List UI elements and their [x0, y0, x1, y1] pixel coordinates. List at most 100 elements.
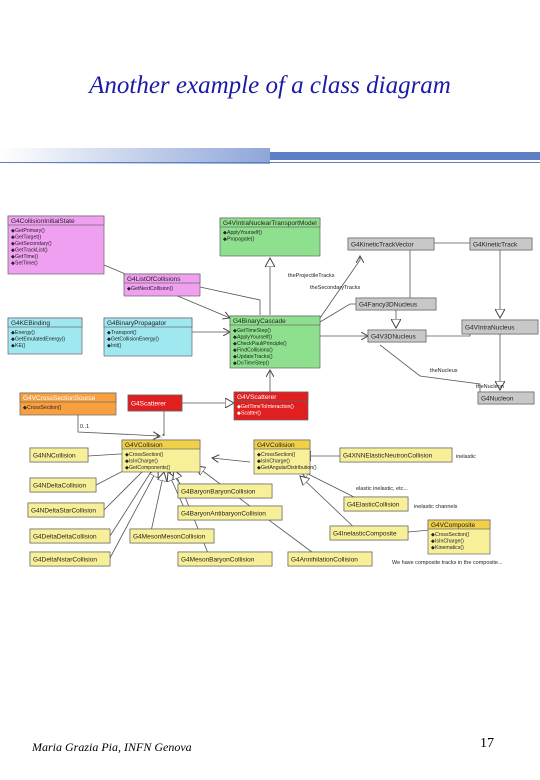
class-box-header: [461, 319, 539, 335]
class-box-baryon-antibaryon: G4BaryonAntibaryonCollision: [177, 505, 283, 521]
class-method: ◆GetCollisionEnergy(): [107, 337, 159, 343]
class-method: ◆CrossSection(): [23, 405, 62, 411]
annotation-elastic-inelastic: elastic inelastic, etc...: [356, 486, 408, 492]
page-number: 17: [480, 736, 494, 751]
class-box-inelastic-composite: G4InelasticComposite: [329, 525, 409, 541]
class-method: ◆Kinematics(): [431, 545, 464, 551]
class-name: G4VCrossSectionSource: [23, 395, 96, 402]
class-name: G4XNNElasticNeutronCollision: [343, 452, 433, 459]
class-method: ◆GetTimeStep(): [233, 328, 271, 334]
class-name: G4AnnihilationCollision: [291, 556, 358, 563]
class-name: G4BinaryCascade: [233, 318, 286, 325]
class-method: ◆DoTimeStep(): [233, 361, 269, 367]
class-method: ◆SetTime(): [11, 261, 38, 267]
conn-vcollision-dependency: [212, 458, 251, 462]
class-name: G4InelasticComposite: [333, 530, 397, 537]
conn-mesonmeson-to-vcollision: [149, 472, 164, 537]
annotation-projectile-tracks: theProjectileTracks: [288, 273, 335, 279]
class-name: G4VScatterer: [237, 394, 277, 401]
annotation-inelastic-channels: inelastic channels: [414, 504, 458, 510]
class-name: G4BaryonAntibaryonCollision: [181, 510, 266, 517]
class-box-cascade: G4BinaryCascade ◆GetTimeStep()◆ApplyYours…: [229, 315, 321, 369]
class-method: ◆Scatter(): [237, 411, 261, 417]
class-method: ◆CrossSection(): [125, 452, 164, 458]
slide-footer: Maria Grazia Pia, INFN Genova: [32, 740, 192, 754]
class-method: ◆IsInCharge(): [125, 459, 158, 465]
class-name: G4DeltaDeltaCollision: [33, 533, 97, 540]
class-box-v-composite: G4VComposite◆CrossSection()◆IsInCharge()…: [427, 519, 491, 555]
class-box-intra-nucleus: G4VIntraNucleus: [461, 319, 539, 335]
class-method: ◆GetTarget(): [11, 235, 41, 241]
class-name: G4NNCollision: [33, 452, 76, 459]
class-name: G4BinaryPropagator: [107, 320, 167, 327]
class-method: ◆Init(): [107, 343, 122, 349]
class-name: G4Scatterer: [131, 400, 167, 407]
class-name: G4VIntraNucleus: [465, 324, 515, 331]
class-name: G4KEBinding: [11, 320, 50, 327]
class-box-scatterer: G4Scatterer: [127, 394, 183, 412]
class-name: G4Nucleon: [481, 395, 514, 402]
class-method: ◆GetAngularDistribution(): [257, 465, 317, 471]
class-name: G4VCollision: [257, 442, 295, 449]
class-name: G4KineticTrackVector: [351, 241, 414, 248]
class-box-fancy-nucleus: G4Fancy3DNucleus: [355, 297, 437, 311]
class-box-vcollision-side: G4VCollision◆CrossSection()◆IsInCharge()…: [253, 439, 317, 475]
class-box-v-scatterer: G4VScatterer ◆GetTimeToInteraction()◆Scat…: [233, 391, 309, 421]
class-box-header: [19, 392, 117, 403]
annotation-mult-one: 1..*: [156, 434, 165, 440]
class-method: ◆GetTimeToInteraction(): [237, 404, 294, 410]
accent-bar-gradient: [0, 148, 270, 164]
class-box-header: [329, 525, 409, 541]
class-box-header: [123, 273, 201, 284]
class-box-header: [427, 519, 491, 530]
conn-composite-aggregation: [399, 528, 431, 536]
class-name: G4MesonMesonCollision: [133, 533, 206, 540]
class-name: G4NDeltaCollision: [33, 482, 86, 489]
class-box-delta-delta: G4DeltaDeltaCollision: [29, 528, 111, 544]
class-box-header: [477, 391, 535, 405]
class-method: ◆FindCollisions(): [233, 348, 273, 354]
class-box-n-delta-star: G4NDeltaStarCollision: [27, 502, 105, 518]
class-name: G4VIntraNuclearTransportModel: [223, 220, 317, 227]
class-box-header: [7, 317, 83, 328]
class-method: ◆GetComponents(): [125, 465, 170, 471]
class-box-header: [347, 237, 435, 251]
class-box-list-of-collisions: G4ListOfCollisions◆GetNextCollision(): [123, 273, 201, 297]
class-box-header: [29, 528, 111, 544]
annotation-the-nucleon: theNucleon: [476, 384, 504, 390]
conn-crosssection-to-vcollision: [77, 412, 160, 436]
class-box-body: [7, 215, 105, 275]
annotation-mult-zero: 0..1: [80, 424, 89, 430]
class-method: ◆GetPrimary(): [11, 228, 45, 234]
class-box-header: [253, 439, 311, 450]
conn-cascade-to-fancynucleus: [319, 303, 356, 323]
class-box-header: [355, 297, 437, 311]
class-box-initial-state: G4CollisionInitialState◆GetPrimary()◆Get…: [7, 215, 105, 275]
class-name: G4MesonBaryonCollision: [181, 556, 255, 563]
class-box-track-vector: G4KineticTrackVector: [347, 237, 435, 251]
class-box-transport-model: G4VIntraNuclearTransportModel ◆ApplyYours…: [219, 217, 321, 257]
class-name: G4V3DNucleus: [371, 333, 417, 340]
class-box-header: [121, 439, 201, 450]
class-box-header: [177, 483, 273, 499]
class-method: ◆Transport(): [107, 330, 137, 336]
class-method: ◆ApplyYourself(): [223, 230, 262, 236]
annotation-inelastic-side: inelastic: [456, 454, 476, 460]
class-box-elastic-nn: G4XNNElasticNeutronCollision: [339, 447, 453, 463]
class-name: G4ElasticCollision: [347, 501, 400, 508]
class-name: G4NDeltaStarCollision: [31, 507, 96, 514]
class-box-n-delta: G4NDeltaCollision: [29, 477, 97, 493]
class-box-nucleon: G4Nucleon: [477, 391, 535, 405]
class-box-header: [219, 217, 321, 228]
class-box-header: [287, 551, 373, 567]
class-method: ◆GetEmulatedEnergy(): [11, 337, 65, 343]
class-box-header: [27, 502, 105, 518]
slide-title: Another example of a class diagram: [89, 72, 451, 99]
class-box-delta-n-star: G4DeltaNstarCollision: [29, 551, 111, 567]
conn-v3d-to-nucleon: [379, 344, 481, 394]
class-box-header: [29, 477, 97, 493]
class-box-header: [367, 329, 427, 343]
class-method: ◆ApplyYourself(): [233, 335, 272, 341]
annotation-composite-note: We have composite tracks in the composit…: [392, 560, 503, 566]
